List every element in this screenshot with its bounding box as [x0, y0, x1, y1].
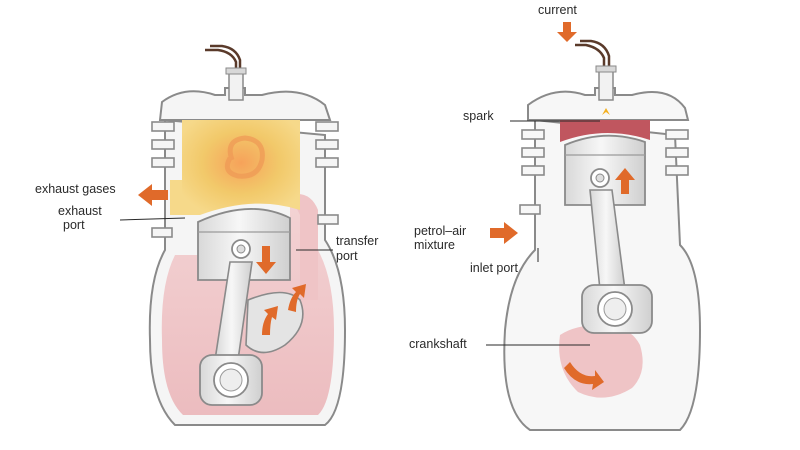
right-compressed-charge — [560, 120, 650, 142]
piston-down-arrow — [256, 246, 276, 274]
left-flame-swirl — [224, 135, 265, 179]
spark-icon — [602, 108, 610, 115]
left-exhaust-port — [170, 180, 182, 215]
label-petrol-air-line1: petrol–air — [414, 224, 467, 238]
left-cooling-fins — [151, 121, 339, 238]
label-inlet-port: inlet port — [470, 261, 518, 275]
right-cylinder-head — [527, 87, 690, 121]
label-transfer-port-line2: port — [336, 249, 358, 263]
label-transfer-port-line1: transfer — [336, 234, 379, 248]
crank-rotation-arrow-left — [262, 306, 278, 335]
transfer-up-arrow — [288, 284, 306, 312]
exhaust-arrow — [138, 184, 168, 206]
label-spark: spark — [463, 109, 494, 123]
current-arrow — [557, 22, 577, 42]
label-current: current — [538, 3, 577, 17]
left-combustion-chamber — [182, 120, 300, 215]
crank-rotation-arrow-right — [564, 362, 604, 390]
intake-arrow — [490, 222, 518, 244]
left-engine — [119, 44, 347, 426]
label-exhaust-port-line1: exhaust — [58, 204, 102, 218]
transfer-port-channel — [290, 194, 318, 300]
right-spark-plug — [575, 39, 617, 115]
left-spark-plug — [205, 44, 247, 101]
exhaust-port-leader — [119, 217, 186, 221]
label-petrol-air-line2: mixture — [414, 238, 455, 252]
right-cooling-fins — [519, 129, 689, 215]
label-crankshaft: crankshaft — [409, 337, 467, 351]
label-exhaust-gases: exhaust gases — [35, 182, 116, 196]
left-cylinder-head — [158, 87, 332, 121]
piston-up-arrow — [615, 168, 635, 194]
label-exhaust-port-line2: port — [63, 218, 85, 232]
right-engine — [486, 22, 702, 431]
